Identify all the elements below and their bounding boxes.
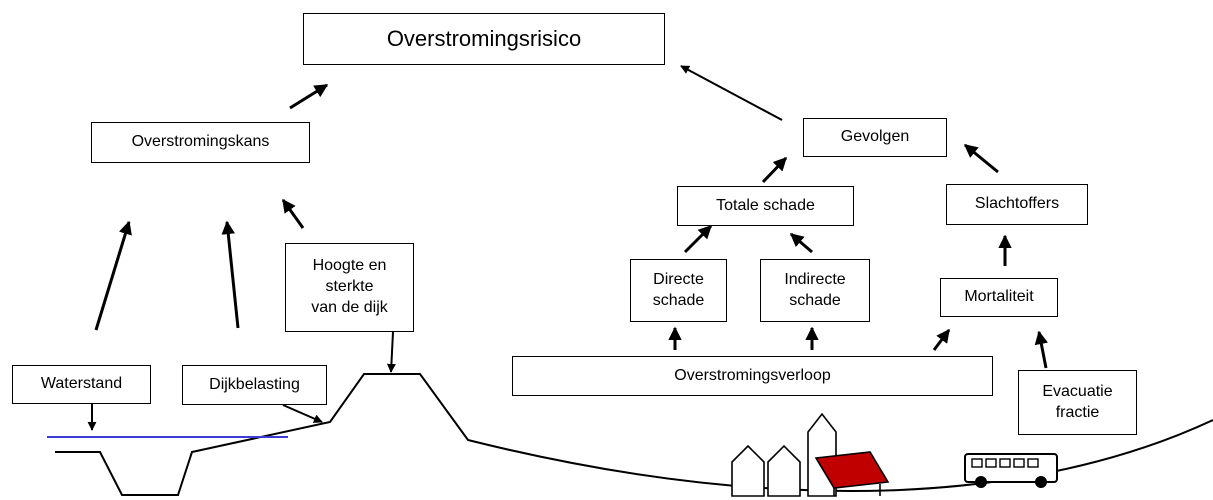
church-icon bbox=[807, 412, 890, 497]
arrow-hoogte-to-dike bbox=[386, 331, 396, 373]
node-mortaliteit: Mortaliteit bbox=[940, 278, 1058, 317]
arrow-dijkbelasting-to-dike bbox=[282, 404, 323, 423]
node-overstromingsverloop: Overstromingsverloop bbox=[512, 356, 993, 396]
arrow-waterstand-to-kans bbox=[94, 220, 132, 331]
node-overstromingsrisico: Overstromingsrisico bbox=[303, 13, 665, 65]
arrow-totale-to-gevolgen bbox=[761, 156, 788, 184]
node-evacuatie-fractie: Evacuatie fractie bbox=[1018, 370, 1137, 435]
node-slachtoffers: Slachtoffers bbox=[946, 184, 1088, 225]
node-hoogte-sterkte-dijk: Hoogte en sterkte van de dijk bbox=[285, 243, 414, 332]
bus-icon bbox=[964, 453, 1058, 488]
node-totale-schade: Totale schade bbox=[677, 186, 854, 226]
node-dijkbelasting: Dijkbelasting bbox=[182, 365, 327, 405]
node-indirecte-schade: Indirecte schade bbox=[760, 259, 870, 322]
node-overstromingskans: Overstromingskans bbox=[91, 122, 310, 163]
arrow-verloop-to-mortaliteit bbox=[932, 328, 951, 351]
arrow-hoogte-to-kans bbox=[281, 198, 305, 229]
arrow-slachtoffers-to-gevolgen bbox=[963, 143, 999, 174]
house-icon bbox=[731, 444, 801, 497]
arrow-indirecte-to-totale bbox=[789, 232, 813, 254]
node-gevolgen: Gevolgen bbox=[803, 118, 947, 157]
arrow-directe-to-totale bbox=[683, 224, 713, 254]
node-waterstand: Waterstand bbox=[12, 365, 151, 404]
arrows bbox=[87, 65, 1048, 431]
arrow-evacuatie-to-mortaliteit bbox=[1034, 330, 1048, 369]
node-directe-schade: Directe schade bbox=[630, 259, 727, 322]
arrow-kans-to-risico bbox=[289, 83, 329, 110]
arrow-gevolgen-to-risico bbox=[680, 65, 783, 121]
arrow-dijkbelasting-to-kans bbox=[221, 220, 240, 329]
